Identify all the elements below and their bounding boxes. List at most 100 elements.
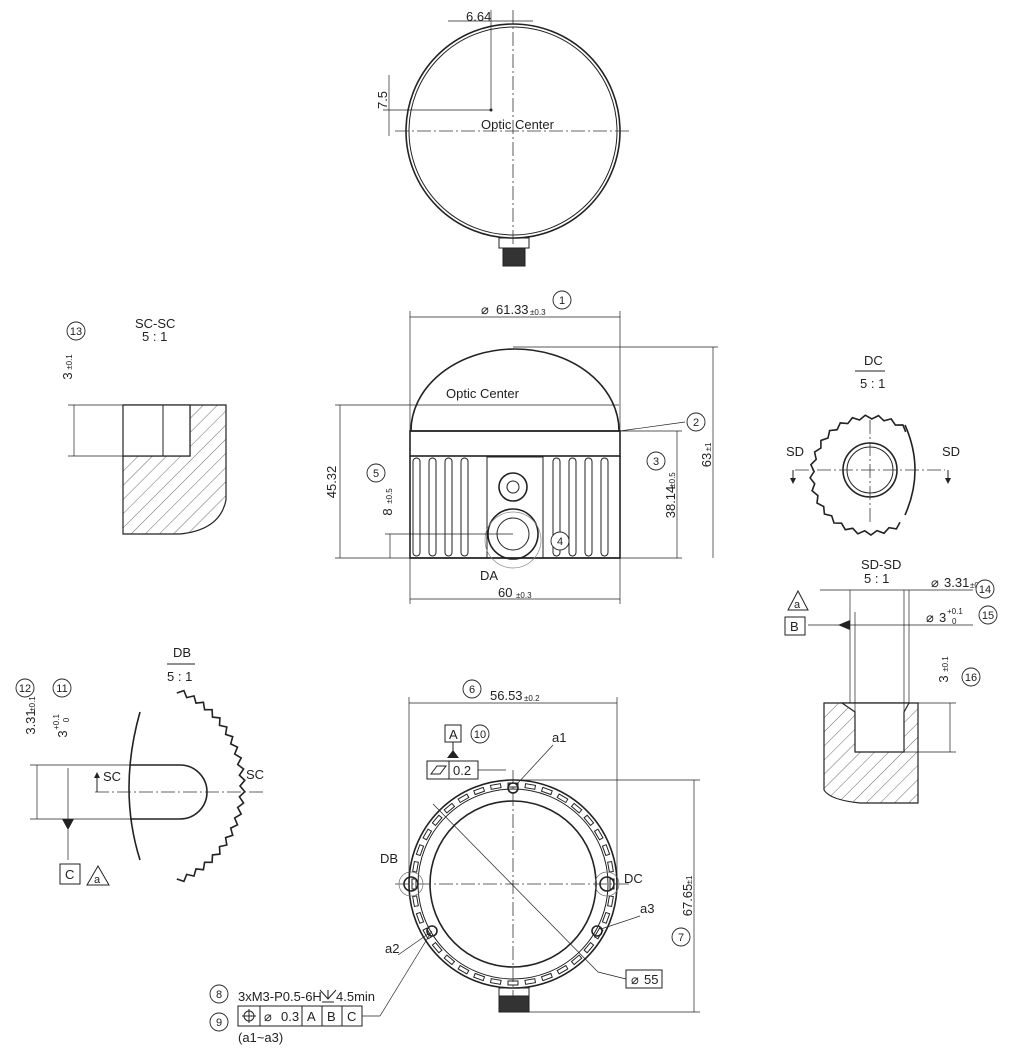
dim-3-sd-depth: 3 bbox=[936, 675, 951, 682]
housing-notch bbox=[556, 964, 569, 975]
detail-dc: DC 5 : 1 SD SD bbox=[786, 353, 960, 536]
sc-sc-hole bbox=[122, 404, 191, 457]
section-sc-sc-title: SC-SC bbox=[135, 316, 175, 331]
connector-panel bbox=[486, 456, 544, 559]
housing-notch bbox=[540, 972, 553, 982]
top-view: 6.64 7.5 Optic Center bbox=[375, 9, 632, 267]
housing-notch bbox=[593, 828, 604, 841]
hole-a3 bbox=[591, 925, 603, 937]
dim-38-14: 38.14 bbox=[663, 486, 678, 519]
dim-63-tol: ±1 bbox=[704, 442, 713, 451]
detail-circle-dc bbox=[594, 871, 620, 897]
section-mark-sd-right: SD bbox=[942, 444, 960, 459]
thread-depth: 4.5min bbox=[336, 989, 375, 1004]
depth-icon bbox=[319, 989, 337, 1003]
fin bbox=[568, 457, 577, 557]
top-view-connector-nut bbox=[498, 237, 530, 249]
fin bbox=[584, 457, 593, 557]
dim-55: 55 bbox=[644, 972, 658, 987]
weld-a-sd: a bbox=[794, 599, 801, 611]
dim-56-53: 56.53 bbox=[490, 688, 523, 703]
housing-notch bbox=[415, 911, 425, 924]
dim-3-31-sd-sym: ⌀ bbox=[931, 575, 939, 590]
dim-38-14-tol: ±0.5 bbox=[668, 472, 677, 488]
housing-notch bbox=[412, 860, 419, 873]
front-view: Optic Center DA ⌀ 61.33 ±0.3 60 ±0.3 45.… bbox=[324, 302, 718, 604]
fcf-dia-symbol: ⌀ bbox=[264, 1009, 272, 1024]
housing-notch bbox=[443, 802, 456, 814]
hole-a2 bbox=[426, 925, 438, 937]
callout-balloon-circle bbox=[961, 667, 981, 687]
callout-balloon-circle bbox=[978, 605, 998, 625]
callout-balloon-9: 9 bbox=[216, 1017, 222, 1029]
section-mark-sc-right: SC bbox=[246, 767, 264, 782]
detail-db-title: DB bbox=[173, 645, 191, 660]
dim-3-sd-tol-up: +0.1 bbox=[947, 607, 963, 616]
weld-a-db: a bbox=[94, 874, 101, 886]
optic-center-label-top: Optic Center bbox=[481, 117, 555, 132]
housing-notch bbox=[583, 941, 595, 954]
detail-dc-scale: 5 : 1 bbox=[860, 376, 885, 391]
housing-notch bbox=[457, 964, 470, 975]
callout-balloon-circle bbox=[209, 1012, 229, 1032]
housing-notch bbox=[489, 978, 502, 985]
dim-7-5: 7.5 bbox=[375, 91, 390, 109]
dim-3-sd: 3 bbox=[939, 610, 946, 625]
housing-notch bbox=[431, 941, 443, 954]
dim-67-65-tol: ±1 bbox=[685, 875, 694, 884]
datum-a: A bbox=[449, 727, 458, 742]
bottom-connector bbox=[498, 995, 530, 1013]
housing-notch bbox=[607, 860, 614, 873]
detail-circle-da bbox=[484, 511, 542, 569]
detail-circle-db bbox=[398, 871, 424, 897]
callout-balloon-circle bbox=[975, 579, 995, 599]
callout-balloon-circle bbox=[52, 678, 72, 698]
dim-8-tol: ±0.5 bbox=[385, 488, 394, 504]
section-sc-sc-scale: 5 : 1 bbox=[142, 329, 167, 344]
dim-55-sym: ⌀ bbox=[631, 972, 639, 987]
section-mark-sc-left: SC bbox=[103, 769, 121, 784]
callout-balloon-circle bbox=[646, 451, 666, 471]
housing-notch bbox=[457, 793, 470, 804]
callout-balloon-2: 2 bbox=[693, 417, 699, 429]
detail-dc-title: DC bbox=[864, 353, 883, 368]
callout-balloon-13: 13 bbox=[70, 326, 82, 338]
section-sd-sd-title: SD-SD bbox=[861, 557, 901, 572]
housing-notch bbox=[556, 793, 569, 804]
callout-balloon-circle bbox=[15, 678, 35, 698]
detail-db: DB 5 : 1 SC SC 3.31 ±0.1 3 +0.1 0 C a bbox=[23, 645, 265, 886]
dim-63: 63 bbox=[699, 453, 714, 467]
callout-balloon-12: 12 bbox=[19, 683, 31, 695]
fin bbox=[444, 457, 453, 557]
callout-balloon-circle bbox=[671, 927, 691, 947]
detail-label-dc: DC bbox=[624, 871, 643, 886]
hole-a1 bbox=[507, 782, 519, 794]
housing-notch bbox=[473, 972, 486, 982]
fin bbox=[552, 457, 561, 557]
fin bbox=[460, 457, 469, 557]
callout-balloon-circle bbox=[462, 679, 482, 699]
fin bbox=[412, 457, 421, 557]
housing-ring bbox=[409, 430, 621, 457]
top-view-connector bbox=[502, 247, 526, 267]
dim-56-53-tol: ±0.2 bbox=[524, 694, 540, 703]
section-mark-sd-left: SD bbox=[786, 444, 804, 459]
dim-3-db-tol-lo: 0 bbox=[62, 717, 71, 722]
callout-balloon-circle bbox=[550, 531, 570, 551]
thread-spec: 3xM3-P0.5-6H bbox=[238, 989, 322, 1004]
housing-notch bbox=[431, 814, 443, 827]
label-a3: a3 bbox=[640, 901, 654, 916]
fin bbox=[600, 457, 609, 557]
callout-balloon-circle bbox=[366, 463, 386, 483]
housing-notch bbox=[524, 978, 537, 985]
callout-balloon-7: 7 bbox=[678, 932, 684, 944]
detail-label-db: DB bbox=[380, 851, 398, 866]
detail-db-scale: 5 : 1 bbox=[167, 669, 192, 684]
fcf-holes-note: (a1~a3) bbox=[238, 1030, 283, 1045]
callout-balloon-circle bbox=[552, 290, 572, 310]
dim-3-sd-sym: ⌀ bbox=[926, 610, 934, 625]
label-a1: a1 bbox=[552, 730, 566, 745]
dim-3-sc-tol: ±0.1 bbox=[65, 354, 74, 370]
flatness-tolerance: 0.2 bbox=[453, 763, 471, 778]
